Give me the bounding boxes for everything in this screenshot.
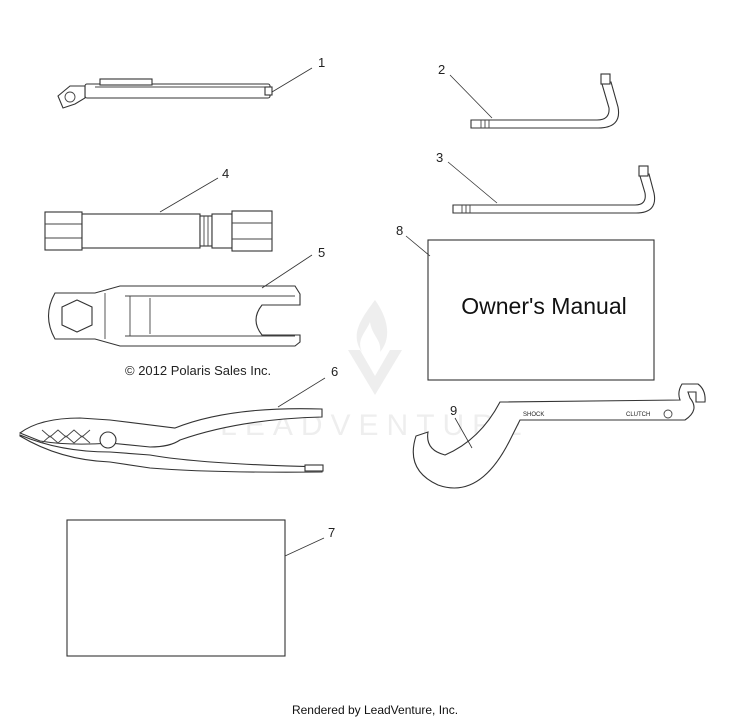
part-8-owners-manual: [427, 239, 655, 381]
callout-2: 2: [438, 62, 445, 77]
leader-9: [454, 417, 473, 449]
leader-5: [261, 254, 313, 289]
callout-1: 1: [318, 55, 325, 70]
callout-8: 8: [396, 223, 403, 238]
watermark-flame-icon: [356, 300, 388, 352]
part-5-drawing: [47, 285, 301, 347]
callout-6: 6: [331, 364, 338, 379]
part-3-drawing: [452, 165, 656, 214]
leader-2: [449, 74, 493, 119]
clutch-label: CLUTCH: [626, 412, 650, 418]
leader-4: [159, 177, 219, 213]
part-7-card: [66, 519, 286, 657]
footer-credit: Rendered by LeadVenture, Inc.: [291, 703, 459, 717]
part-6-drawing: [18, 408, 324, 473]
leader-3: [447, 161, 498, 204]
callout-3: 3: [436, 150, 443, 165]
leader-7: [284, 537, 325, 557]
part-1-drawing: [57, 78, 273, 109]
watermark-v-icon: [348, 350, 402, 395]
copyright-text: © 2012 Polaris Sales Inc.: [125, 363, 271, 378]
part-2-drawing: [470, 73, 620, 129]
shock-label: SHOCK: [523, 412, 544, 418]
part-4-drawing: [44, 210, 273, 252]
leader-6: [277, 377, 326, 408]
callout-7: 7: [328, 525, 335, 540]
leader-1: [271, 67, 313, 93]
callout-4: 4: [222, 166, 229, 181]
callout-9: 9: [450, 403, 457, 418]
part-9-drawing: [412, 383, 706, 489]
callout-5: 5: [318, 245, 325, 260]
leader-8: [405, 235, 431, 257]
owners-manual-label: Owner's Manual: [461, 293, 626, 319]
